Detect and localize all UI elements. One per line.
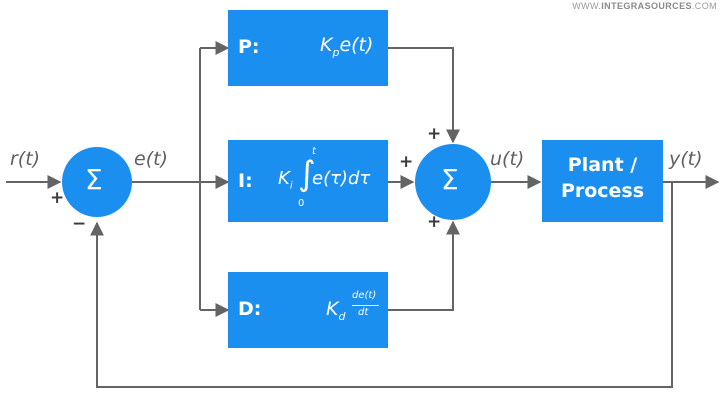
i-block-tag: I: xyxy=(238,170,253,192)
p-block-tag: P: xyxy=(238,36,260,58)
integral-lower-limit: 0 xyxy=(298,198,305,209)
i-block-expression: Ki xyxy=(278,168,293,192)
p-block-expression: Kpe(t) xyxy=(320,34,374,59)
integral-upper-limit: t xyxy=(312,146,316,157)
signal-y-label: y(t) xyxy=(669,148,703,170)
summing-symbol-1: Σ xyxy=(85,163,103,196)
sum2-bottom-plus-sign: + xyxy=(427,212,442,232)
sum2-top-plus-sign: + xyxy=(427,124,442,144)
sum2-left-plus-sign: + xyxy=(399,152,414,172)
derivative-denominator: dt xyxy=(358,307,369,318)
signal-u-label: u(t) xyxy=(490,148,525,170)
signal-e-label: e(t) xyxy=(134,148,168,170)
d-block-tag: D: xyxy=(238,298,262,320)
d-block: D: Kd de(t) dt xyxy=(228,272,388,348)
d-block-coefficient: Kd xyxy=(326,298,346,323)
signal-r-label: r(t) xyxy=(10,148,41,170)
plant-label-line1: Plant / xyxy=(567,154,638,176)
i-block: I: Ki ∫ t 0 e(τ)dτ xyxy=(228,140,388,222)
derivative-numerator: de(t) xyxy=(352,290,377,301)
sum1-minus-sign: − xyxy=(72,214,87,234)
plant-block: Plant / Process xyxy=(542,140,663,222)
summing-junction-2 xyxy=(415,144,491,220)
p-block: P: Kpe(t) xyxy=(228,10,388,86)
p-output-line xyxy=(388,47,460,144)
summing-symbol-2: Σ xyxy=(441,163,459,196)
plant-label-line2: Process xyxy=(560,180,645,202)
integral-sign: ∫ xyxy=(298,154,316,194)
integrand: e(τ)dτ xyxy=(312,168,371,189)
summing-junction-1 xyxy=(62,147,132,217)
feedback-line xyxy=(90,182,673,388)
watermark: WWW.INTEGRASOURCES.COM xyxy=(572,1,717,11)
fraction-bar xyxy=(352,305,379,306)
d-output-line xyxy=(388,220,460,311)
sum1-plus-sign: + xyxy=(50,188,65,208)
